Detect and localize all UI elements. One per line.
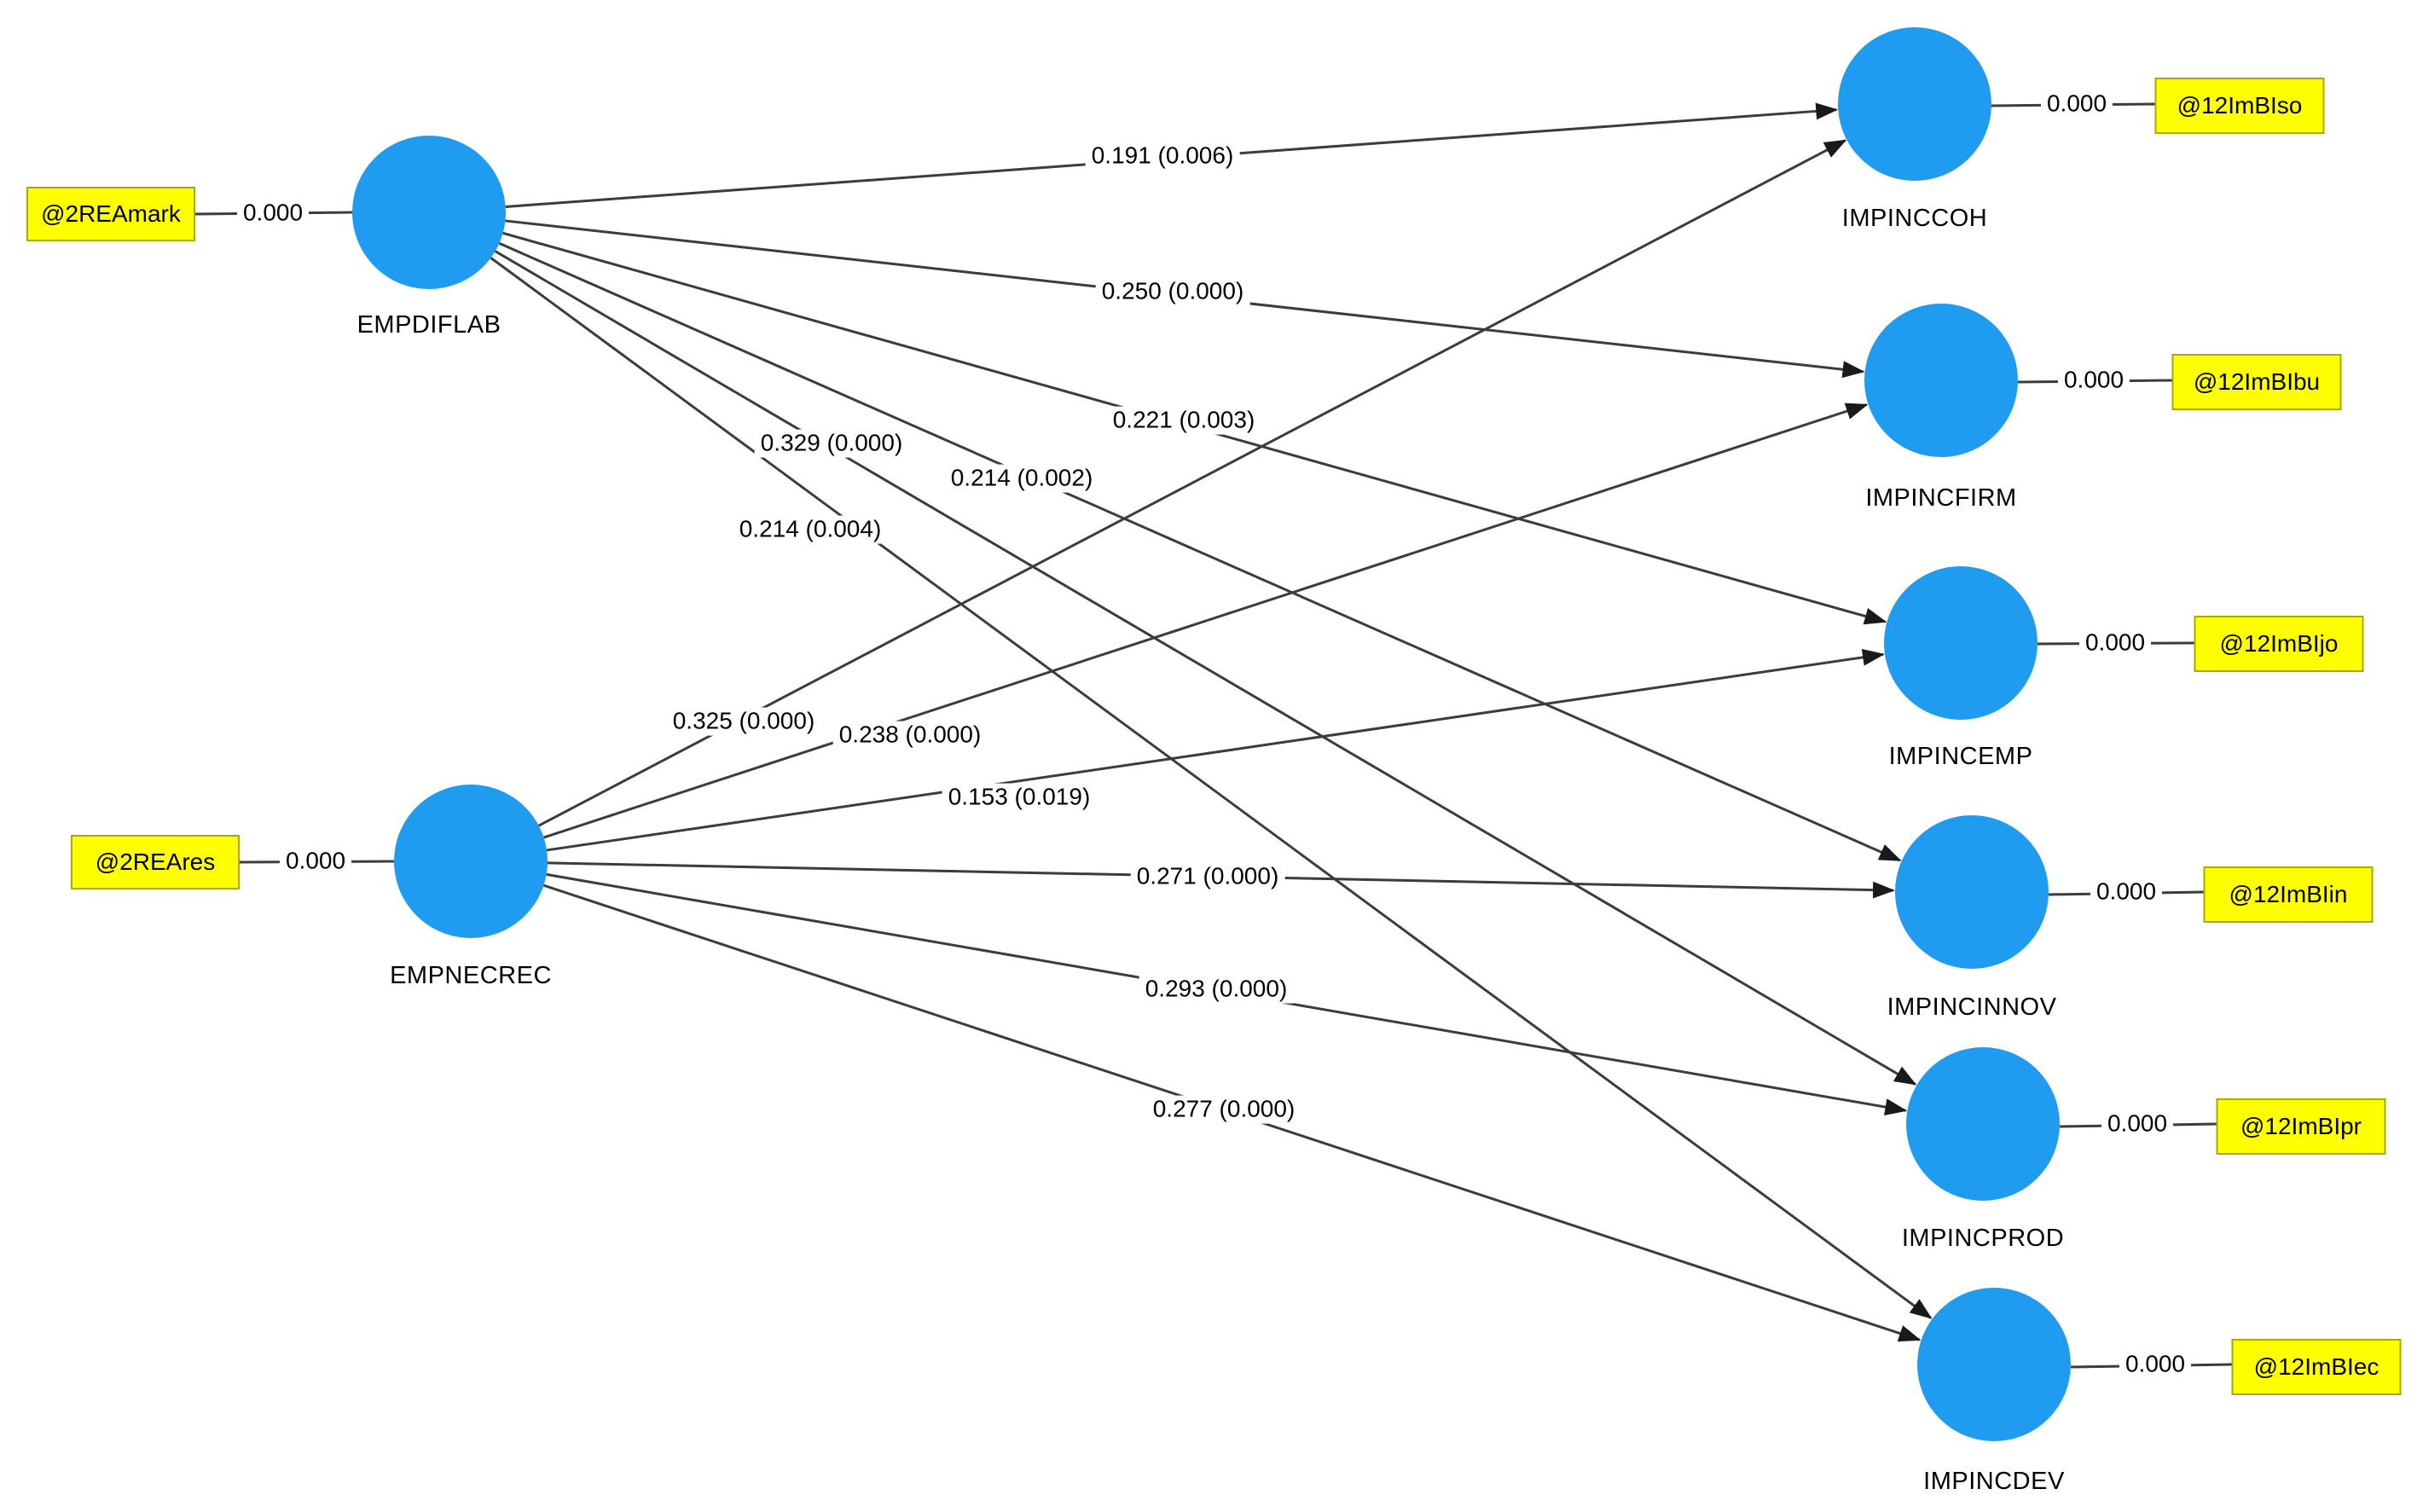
latent-node-label: IMPINCCOH	[1841, 205, 1988, 233]
path-coefficient-label: 0.214 (0.002)	[944, 464, 1099, 493]
indicator-box-BIin[interactable]: @12ImBIin	[2203, 866, 2374, 923]
latent-node-label: IMPINCEMP	[1888, 743, 2033, 771]
latent-node-label: IMPINCFIRM	[1865, 484, 2017, 513]
path-coefficient-label: 0.191 (0.006)	[1085, 142, 1240, 171]
latent-node-IMPINCDEV[interactable]	[1917, 1288, 2071, 1441]
indicator-box-BIpr[interactable]: @12ImBIpr	[2216, 1098, 2386, 1155]
latent-node-IMPINCINNOV[interactable]	[1895, 815, 2049, 969]
path-coefficient-label: 0.238 (0.000)	[832, 721, 988, 750]
path-coefficient-label: 0.214 (0.004)	[733, 515, 888, 544]
path-coefficient-label: 0.277 (0.000)	[1146, 1095, 1301, 1124]
path-arrow-EMPDIFLAB-IMPINCPROD[interactable]	[494, 250, 1917, 1086]
path-arrow-EMPNECREC-IMPINCEMP[interactable]	[546, 648, 1885, 852]
outer-loading-value: 0.000	[2040, 90, 2113, 119]
indicator-box-REAres[interactable]: @2REAres	[71, 835, 240, 889]
path-coefficient-label: 0.271 (0.000)	[1130, 862, 1285, 891]
latent-node-IMPINCEMP[interactable]	[1884, 566, 2038, 720]
latent-node-label: IMPINCINNOV	[1887, 994, 2057, 1022]
path-coefficient-label: 0.325 (0.000)	[666, 707, 821, 736]
indicator-box-REAmark[interactable]: @2REAmark	[26, 187, 195, 241]
path-coefficient-label: 0.250 (0.000)	[1095, 277, 1250, 306]
path-arrow-EMPNECREC-IMPINCFIRM[interactable]	[543, 403, 1869, 839]
outer-loading-value: 0.000	[2101, 1109, 2174, 1138]
indicator-box-BIbu[interactable]: @12ImBIbu	[2171, 354, 2342, 410]
path-coefficient-label: 0.293 (0.000)	[1139, 975, 1294, 1004]
latent-node-label: EMPNECREC	[390, 962, 552, 990]
outer-loading-value: 0.000	[2057, 366, 2130, 395]
latent-node-IMPINCFIRM[interactable]	[1864, 304, 2018, 457]
latent-node-IMPINCCOH[interactable]	[1838, 27, 1991, 181]
path-coefficient-label: 0.329 (0.000)	[754, 429, 909, 458]
indicator-box-BIso[interactable]: @12ImBIso	[2154, 78, 2325, 134]
path-coefficient-label: 0.153 (0.019)	[942, 783, 1097, 812]
outer-loading-value: 0.000	[236, 199, 310, 228]
path-arrow-EMPDIFLAB-IMPINCINNOV[interactable]	[498, 241, 1902, 862]
latent-node-label: IMPINCPROD	[1901, 1225, 2065, 1253]
outer-loading-value: 0.000	[279, 847, 352, 876]
indicator-box-BIjo[interactable]: @12ImBIjo	[2194, 616, 2364, 672]
path-arrow-EMPDIFLAB-IMPINCDEV[interactable]	[490, 257, 1933, 1319]
outer-loading-value: 0.000	[2078, 629, 2152, 658]
indicator-box-BIec[interactable]: @12ImBIec	[2231, 1339, 2402, 1395]
outer-loading-value: 0.000	[2090, 878, 2163, 907]
latent-node-EMPDIFLAB[interactable]	[352, 136, 506, 289]
latent-node-label: EMPDIFLAB	[356, 311, 501, 339]
latent-node-label: IMPINCDEV	[1923, 1468, 2065, 1496]
latent-node-EMPNECREC[interactable]	[394, 785, 548, 938]
outer-loading-value: 0.000	[2119, 1350, 2192, 1379]
latent-node-IMPINCPROD[interactable]	[1906, 1047, 2060, 1201]
path-coefficient-label: 0.221 (0.003)	[1106, 406, 1261, 435]
